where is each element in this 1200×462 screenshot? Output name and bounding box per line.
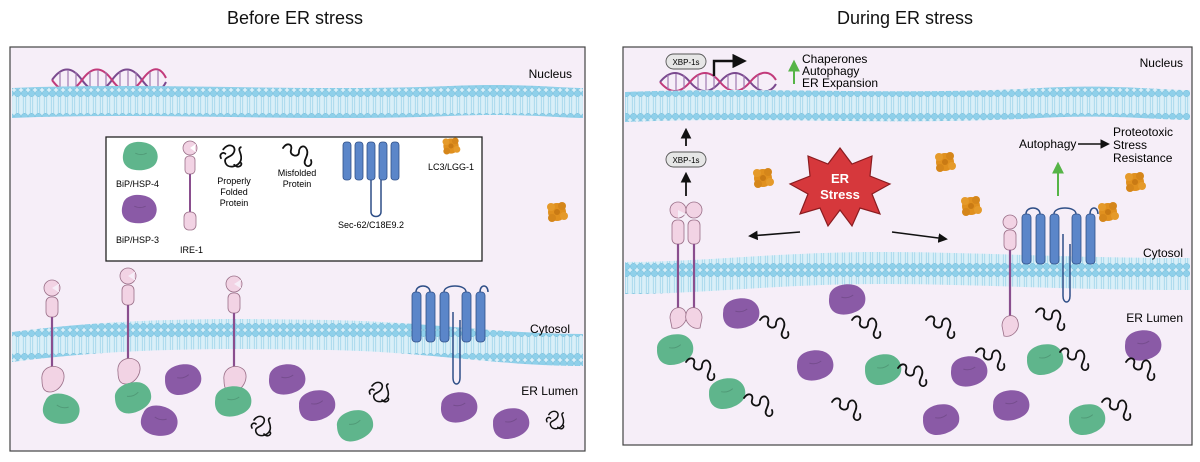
nuclear-membrane-right	[625, 86, 1190, 122]
er-stress-line1: ER	[831, 171, 850, 186]
legend-lc3: LC3/LGG-1	[428, 162, 474, 172]
lc3-icon	[753, 168, 774, 188]
legend-bip3: BiP/HSP-3	[116, 235, 159, 245]
output-autophagy: Autophagy	[802, 64, 859, 78]
sec62-complex-right	[1021, 207, 1099, 303]
er-stress-burst-icon: ER Stress	[788, 147, 892, 228]
er-membrane-right	[625, 252, 1190, 294]
ire1-receptor-3	[211, 274, 255, 420]
er-lumen-label-right: ER Lumen	[1126, 311, 1183, 325]
legend-sec62: Sec-62/C18E9.2	[338, 220, 404, 230]
proteotoxic-line1: Proteotoxic	[1113, 125, 1173, 139]
lc3-icon	[1098, 202, 1119, 222]
lc3-icon	[935, 152, 956, 172]
right-panel: XBP-1s Chaperones Autophagy ER Expansion…	[622, 46, 1193, 446]
xbp1s-label-mid: XBP-1s	[672, 156, 699, 165]
ire1-dimer	[669, 201, 703, 329]
xbp1s-badge-mid: XBP-1s	[665, 151, 707, 168]
legend-folded-2: Folded	[220, 187, 248, 197]
output-er-expansion: ER Expansion	[802, 76, 878, 90]
title-right: During ER stress	[837, 8, 973, 28]
nucleus-label-left: Nucleus	[529, 67, 572, 81]
left-arrow-icon	[748, 230, 801, 241]
nuclear-membrane	[12, 85, 583, 118]
bip4-legend-icon	[122, 141, 159, 171]
proteotoxic-line3: Resistance	[1113, 151, 1173, 165]
xbp1s-badge-top: XBP-1s	[665, 53, 707, 70]
ire1-receptor-2	[110, 266, 156, 419]
cytosol-label-right: Cytosol	[1143, 246, 1183, 260]
title-left: Before ER stress	[227, 8, 363, 28]
lc3-icon	[547, 202, 568, 222]
legend-misfolded-1: Misfolded	[278, 168, 317, 178]
bip3-legend-icon	[121, 194, 158, 224]
ire1-legend-icon	[182, 140, 198, 231]
xbp1s-label-top: XBP-1s	[672, 58, 699, 67]
legend-bip4: BiP/HSP-4	[116, 179, 159, 189]
ire1-receptor-1	[40, 278, 83, 428]
legend-folded-3: Protein	[220, 198, 249, 208]
legend-ire1: IRE-1	[180, 245, 203, 255]
sec62-legend-icon	[342, 141, 400, 218]
sec62-complex-left	[411, 285, 489, 385]
transcription-arrow-icon	[712, 53, 747, 76]
lc3-icon	[961, 196, 982, 216]
cytosol-label-left: Cytosol	[530, 322, 570, 336]
dna-helix-icon	[659, 71, 777, 93]
ire1-receptor-right	[1001, 214, 1019, 337]
output-chaperones: Chaperones	[802, 52, 867, 66]
proteotoxic-line2: Stress	[1113, 138, 1147, 152]
er-lumen-label-left: ER Lumen	[521, 384, 578, 398]
lc3-legend-icon	[442, 137, 461, 155]
legend-misfolded-2: Protein	[283, 179, 312, 189]
right-arrow-icon	[891, 231, 948, 243]
legend-box: BiP/HSP-4 BiP/HSP-3 IRE-1 Properly Folde…	[105, 136, 483, 262]
left-panel: Nucleus BiP/HSP-4 BiP/HSP-3 IRE-1 Proper…	[9, 46, 586, 452]
legend-folded-1: Properly	[217, 176, 251, 186]
autophagy-label: Autophagy	[1019, 137, 1076, 151]
lc3-icon	[1125, 172, 1146, 192]
er-stress-line2: Stress	[820, 187, 860, 202]
nucleus-label-right: Nucleus	[1140, 56, 1183, 70]
